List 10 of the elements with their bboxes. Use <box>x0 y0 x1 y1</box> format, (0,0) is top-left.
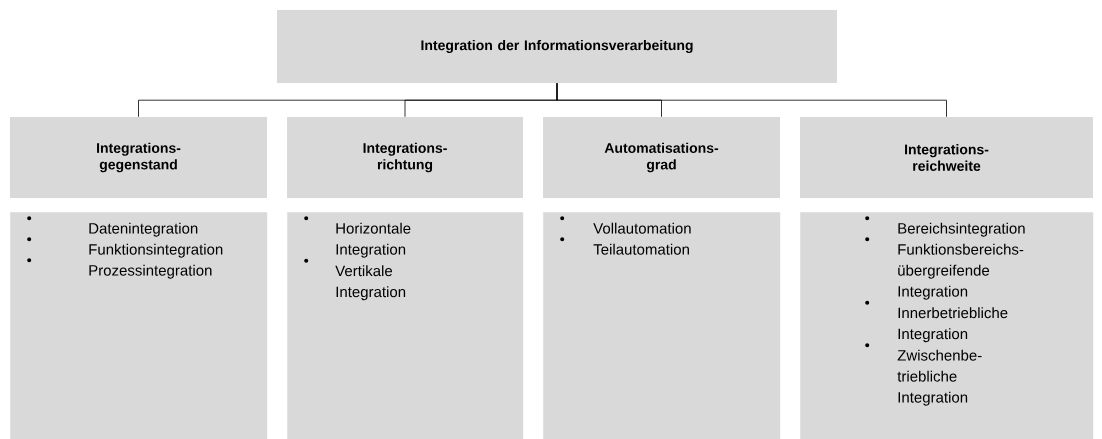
connector-line <box>556 82 947 118</box>
bullet-list-box: Vollautomation Teilautomation <box>543 212 781 439</box>
bullet-list-box: Datenintegration Funktionsintegration Prozessintegration <box>10 212 268 439</box>
category-box: Automatisations-grad <box>543 117 780 198</box>
bullet-list-box: Bereichsintegration Funktionsbereichs-übergreifende Integration Innerbetriebliche Integration Zwischenbe-triebliche Integration <box>800 212 1094 439</box>
category-box: Integrations-reichweite <box>800 117 1093 198</box>
bullet-list-box: Horizontale Integration Vertikale Integration <box>287 212 524 439</box>
category-box: Integrations-richtung <box>287 117 523 198</box>
heading-box: Integration der Informationsverarbeitung <box>277 10 837 83</box>
category-box: Integrations-gegenstand <box>10 117 267 198</box>
